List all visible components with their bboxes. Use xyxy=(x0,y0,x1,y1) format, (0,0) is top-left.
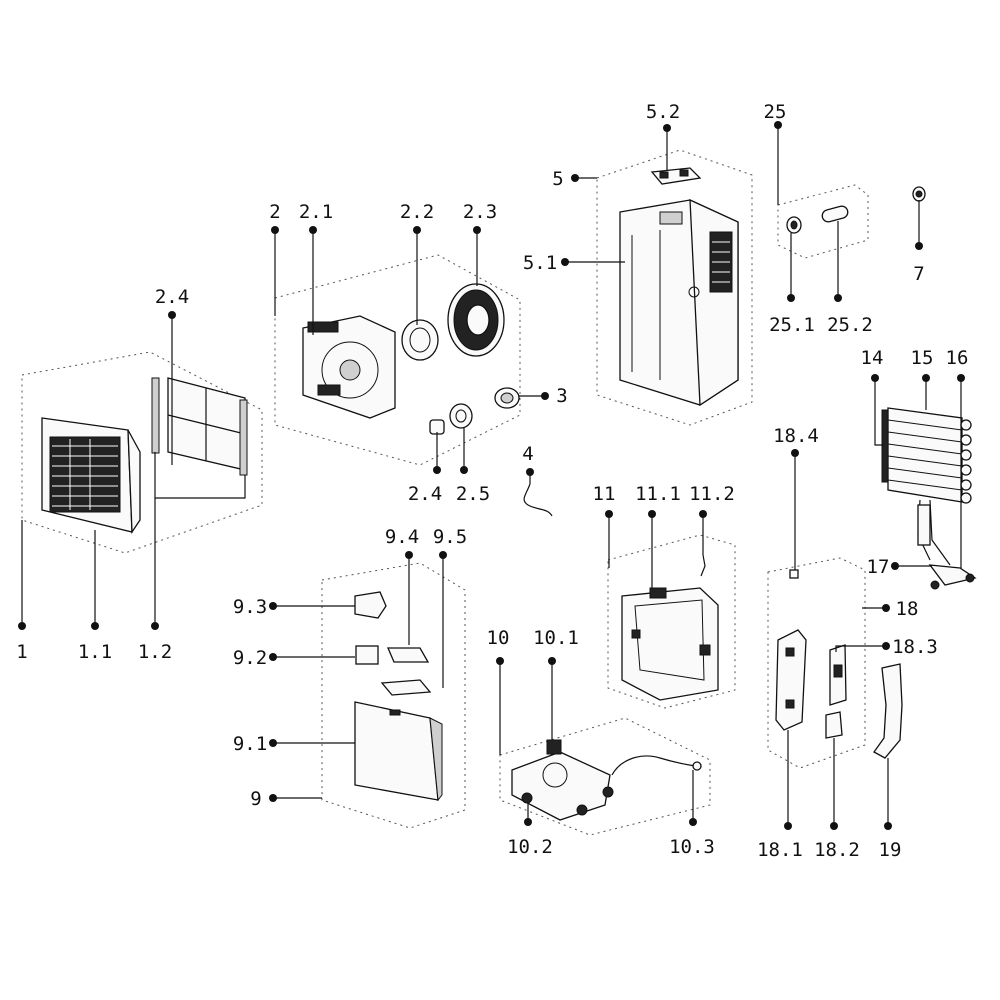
group-5-outline xyxy=(596,149,753,426)
group-18-outline xyxy=(767,557,866,769)
water-tank-parts xyxy=(354,591,443,802)
label-5: 5 xyxy=(552,168,563,190)
label-9-5: 9.5 xyxy=(433,526,467,548)
label-19: 19 xyxy=(879,839,902,861)
rear-bracket-part xyxy=(873,663,903,759)
label-11: 11 xyxy=(593,483,616,505)
label-9-1: 9.1 xyxy=(233,733,267,755)
knob-part xyxy=(494,387,520,409)
label-15: 15 xyxy=(911,347,934,369)
label-9-4: 9.4 xyxy=(385,526,419,548)
label-11-2: 11.2 xyxy=(689,483,735,505)
label-9-2: 9.2 xyxy=(233,647,267,669)
front-grille-part xyxy=(41,417,141,535)
small-cap-part xyxy=(912,186,926,202)
evaporator-coil-part xyxy=(881,407,977,590)
label-18: 18 xyxy=(896,598,919,620)
fan-housing-part xyxy=(302,315,396,419)
cabinet-part xyxy=(619,198,739,407)
base-tray-part xyxy=(511,739,702,821)
callout-dots xyxy=(18,121,965,830)
label-2-4: 2.4 xyxy=(408,483,442,505)
leader-lines xyxy=(21,125,962,826)
filter-frame-part xyxy=(151,377,248,476)
label-2-2: 2.2 xyxy=(400,201,434,223)
label-18-4: 18.4 xyxy=(773,425,819,447)
label-16: 16 xyxy=(946,347,969,369)
label-14: 14 xyxy=(861,347,884,369)
handle-part xyxy=(650,167,702,185)
group-9-outline xyxy=(321,562,466,829)
label-5-1: 5.1 xyxy=(523,252,557,274)
group-10-outline xyxy=(499,717,711,836)
label-18-1: 18.1 xyxy=(757,839,803,861)
label-4: 4 xyxy=(522,443,533,465)
filter-cartridge-parts xyxy=(786,205,849,234)
group-outlines xyxy=(21,149,869,836)
label-2-1: 2.1 xyxy=(299,201,333,223)
label-2-3: 2.3 xyxy=(463,201,497,223)
blower-wheel-part xyxy=(447,283,505,357)
label-18-3: 18.3 xyxy=(892,636,938,658)
group-25-outline xyxy=(777,184,869,259)
label-7: 7 xyxy=(913,263,924,285)
label-25: 25 xyxy=(764,101,787,123)
side-rail-part xyxy=(775,629,807,731)
group-11-outline xyxy=(607,534,736,709)
label-9-3: 9.3 xyxy=(233,596,267,618)
fan-motor-part xyxy=(401,319,439,361)
label-10: 10 xyxy=(487,627,510,649)
label-5-2: 5.2 xyxy=(646,101,680,123)
small-bracket-part xyxy=(789,569,799,579)
label-25-1: 25.1 xyxy=(769,314,815,336)
label-24: 2.4 xyxy=(155,286,189,308)
label-2-5: 2.5 xyxy=(456,483,490,505)
capacitor-parts xyxy=(429,403,473,435)
label-10-2: 10.2 xyxy=(507,836,553,858)
label-11-1: 11.1 xyxy=(635,483,681,505)
label-1-1: 1.1 xyxy=(78,641,112,663)
control-board-parts xyxy=(825,644,847,739)
label-1: 1 xyxy=(16,641,27,663)
label-25-2: 25.2 xyxy=(827,314,873,336)
label-10-1: 10.1 xyxy=(533,627,579,649)
label-10-3: 10.3 xyxy=(669,836,715,858)
part-labels: 1 1.1 1.2 2.4 2 2.1 2.2 2.3 2.4 2.5 3 4 … xyxy=(16,101,968,861)
label-9: 9 xyxy=(250,788,261,810)
inner-frame-part xyxy=(621,554,719,701)
group-2-outline xyxy=(274,254,521,466)
label-1-2: 1.2 xyxy=(138,641,172,663)
label-18-2: 18.2 xyxy=(814,839,860,861)
label-2: 2 xyxy=(269,201,280,223)
label-17: 17 xyxy=(867,556,890,578)
cable-part xyxy=(523,483,553,517)
label-3: 3 xyxy=(556,385,567,407)
